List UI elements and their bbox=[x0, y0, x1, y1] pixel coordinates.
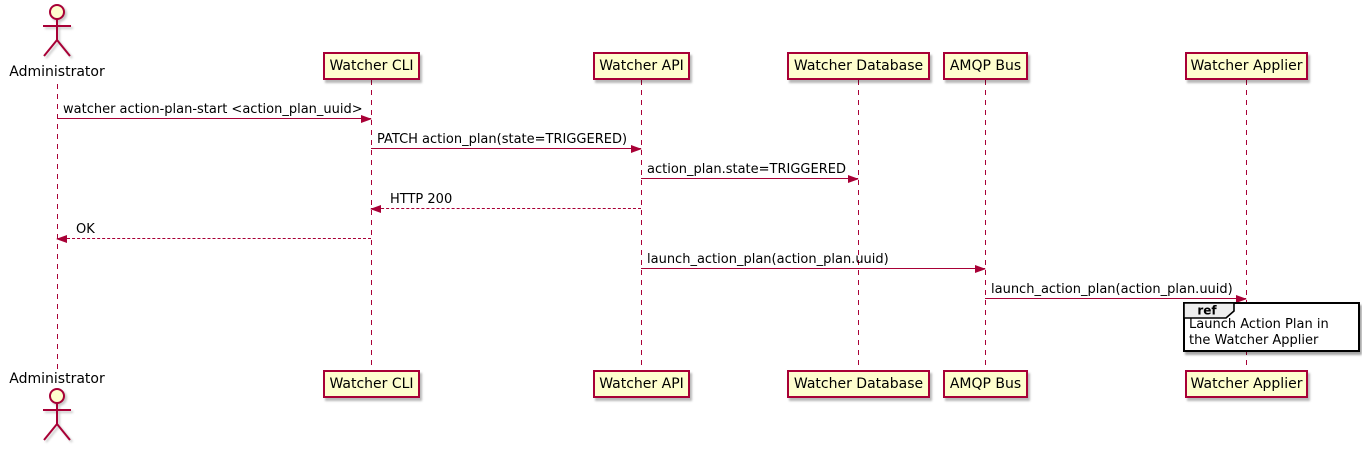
message-line bbox=[641, 178, 858, 179]
lifeline-amqp-bus bbox=[985, 80, 986, 370]
lifeline-watcher-api bbox=[641, 80, 642, 370]
message-label: watcher action-plan-start <action_plan_u… bbox=[63, 102, 363, 117]
participant-watcher-applier-bottom: Watcher Applier bbox=[1185, 370, 1308, 398]
actor-label-administrator-top: Administrator bbox=[9, 64, 105, 80]
arrowhead bbox=[631, 145, 642, 153]
lifeline-administrator bbox=[57, 84, 58, 370]
message-action-plan-start: watcher action-plan-start <action_plan_u… bbox=[57, 101, 372, 123]
message-state-triggered: action_plan.state=TRIGGERED bbox=[641, 161, 859, 183]
message-http-200: HTTP 200 bbox=[370, 191, 641, 213]
message-line bbox=[641, 268, 985, 269]
participant-watcher-api-bottom: Watcher API bbox=[593, 370, 690, 398]
ref-keyword: ref bbox=[1197, 304, 1217, 318]
ref-fragment: ref Launch Action Plan in the Watcher Ap… bbox=[1183, 302, 1360, 352]
message-label: HTTP 200 bbox=[390, 192, 453, 207]
message-ok: OK bbox=[56, 221, 371, 243]
message-line bbox=[985, 298, 1246, 299]
message-line bbox=[371, 148, 641, 149]
participant-watcher-database-bottom: Watcher Database bbox=[787, 370, 930, 398]
arrowhead bbox=[361, 115, 372, 123]
arrowhead bbox=[975, 265, 986, 273]
message-launch-action-plan-applier: launch_action_plan(action_plan.uuid) bbox=[985, 281, 1247, 303]
lifeline-watcher-applier bbox=[1246, 80, 1247, 370]
lifeline-watcher-database bbox=[858, 80, 859, 370]
participant-watcher-cli-top: Watcher CLI bbox=[323, 52, 420, 80]
administrator-actor-icon bbox=[43, 388, 71, 441]
actor-label-administrator-bottom: Administrator bbox=[9, 371, 105, 387]
participant-watcher-api-top: Watcher API bbox=[593, 52, 690, 80]
message-label: OK bbox=[76, 222, 95, 237]
arrowhead bbox=[56, 235, 67, 243]
message-line bbox=[371, 208, 641, 209]
ref-label: Launch Action Plan in the Watcher Applie… bbox=[1189, 317, 1329, 348]
message-label: PATCH action_plan(state=TRIGGERED) bbox=[377, 132, 628, 147]
arrowhead bbox=[848, 175, 859, 183]
message-launch-action-plan-amqp: launch_action_plan(action_plan.uuid) bbox=[641, 251, 986, 273]
message-line bbox=[57, 118, 371, 119]
participant-amqp-bus-top: AMQP Bus bbox=[943, 52, 1028, 80]
participant-watcher-database-top: Watcher Database bbox=[787, 52, 930, 80]
participant-watcher-applier-top: Watcher Applier bbox=[1185, 52, 1308, 80]
ref-tab: ref bbox=[1183, 302, 1235, 319]
participant-watcher-cli-bottom: Watcher CLI bbox=[323, 370, 420, 398]
message-line bbox=[57, 238, 371, 239]
message-label: launch_action_plan(action_plan.uuid) bbox=[991, 282, 1233, 297]
arrowhead bbox=[370, 205, 381, 213]
message-patch-action-plan: PATCH action_plan(state=TRIGGERED) bbox=[371, 131, 642, 153]
message-label: action_plan.state=TRIGGERED bbox=[647, 162, 846, 177]
arrowhead bbox=[1236, 295, 1247, 303]
lifeline-watcher-cli bbox=[371, 80, 372, 370]
administrator-actor-icon bbox=[43, 4, 71, 57]
message-label: launch_action_plan(action_plan.uuid) bbox=[647, 252, 889, 267]
participant-amqp-bus-bottom: AMQP Bus bbox=[943, 370, 1028, 398]
